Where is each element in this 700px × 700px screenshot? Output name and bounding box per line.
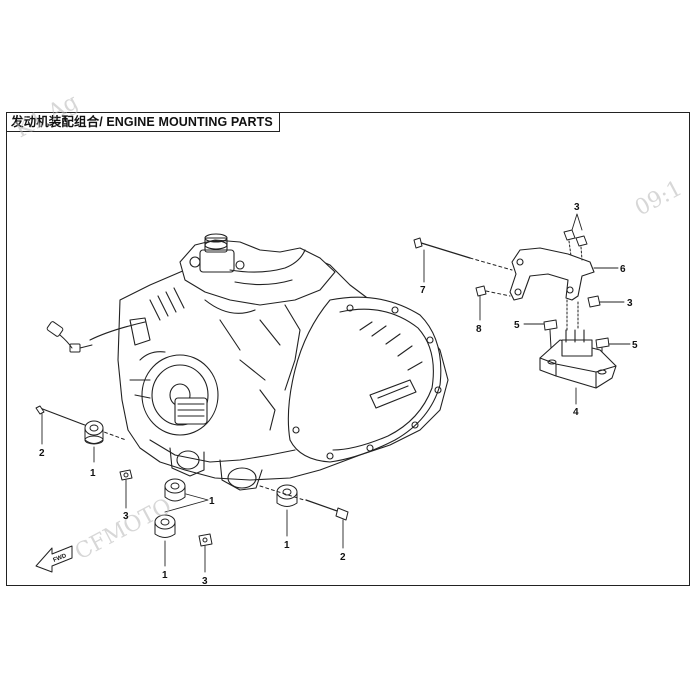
wire-connector (46, 321, 93, 353)
rubber-mount-1-right (276, 484, 298, 507)
callout-5: 5 (514, 320, 520, 331)
callout-2: 2 (39, 448, 45, 459)
watermark-top: K1 Ag (11, 90, 82, 144)
diagram-title: 发动机装配组合/ ENGINE MOUNTING PARTS (7, 113, 280, 132)
nut-left (119, 469, 133, 481)
long-bolt (413, 237, 513, 271)
fwd-label: FWD (53, 553, 69, 564)
callout-5: 5 (632, 340, 638, 351)
bolts-5 (543, 299, 610, 363)
bolt-left (35, 405, 127, 441)
drawing-frame (6, 112, 690, 586)
callout-3: 3 (627, 298, 633, 309)
rubber-mount-1-bottom (154, 514, 176, 538)
callout-8: 8 (476, 324, 482, 335)
callout-4: 4 (573, 407, 579, 418)
bracket (509, 247, 595, 301)
callout-1: 1 (209, 496, 215, 507)
watermark-right: 09:1 (631, 176, 686, 221)
nuts-top (563, 229, 588, 261)
bolt-right (259, 485, 349, 521)
small-bolt (475, 285, 511, 297)
callout-3: 3 (123, 511, 129, 522)
rubber-mount-1-center (164, 478, 186, 502)
nut-right (587, 295, 601, 308)
callout-2: 2 (340, 552, 346, 563)
nut-bottom (198, 533, 213, 547)
mount-block (539, 329, 617, 389)
engine-assembly (89, 233, 449, 491)
callout-1: 1 (162, 570, 168, 581)
callout-3: 3 (574, 202, 580, 213)
callout-1: 1 (284, 540, 290, 551)
callout-1: 1 (90, 468, 96, 479)
rubber-mount-1-left (84, 420, 104, 445)
watermark-bottom: CFMOTO (71, 494, 176, 566)
callout-7: 7 (420, 285, 426, 296)
fwd-arrow (35, 545, 73, 573)
callout-3: 3 (202, 576, 208, 587)
callout-6: 6 (620, 264, 626, 275)
leader-lines (41, 213, 631, 573)
